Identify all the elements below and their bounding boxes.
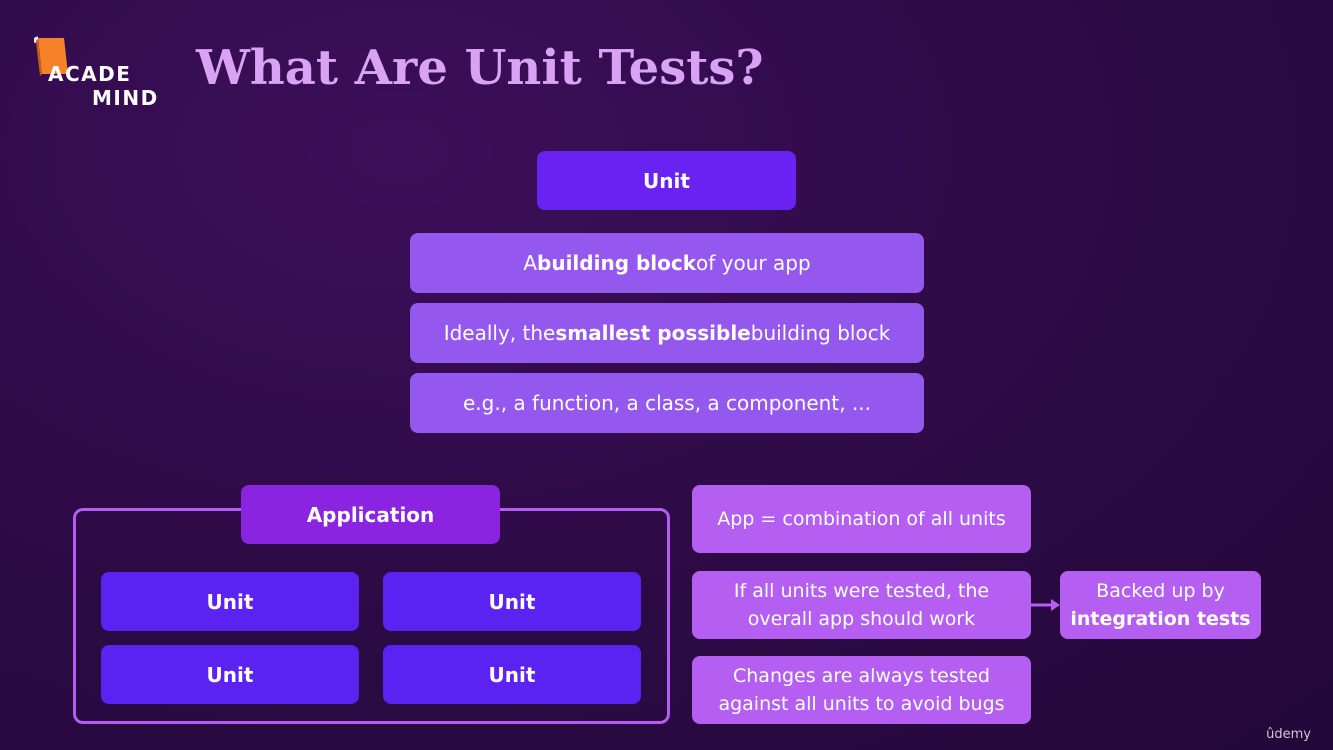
- unit-header-box: Unit: [537, 151, 796, 210]
- info-app-combination: App = combination of all units: [692, 485, 1031, 553]
- definition-text-post: building block: [750, 321, 891, 345]
- application-unit: Unit: [383, 572, 641, 631]
- backed-bold-text: integration tests: [1070, 608, 1251, 630]
- definition-text-pre: A: [523, 251, 538, 275]
- application-unit: Unit: [101, 572, 359, 631]
- definition-text-bold: building block: [537, 251, 697, 275]
- logo-text-line1: ACADE: [48, 62, 132, 86]
- udemy-watermark: ûdemy: [1266, 727, 1311, 742]
- definition-smallest-block: Ideally, the smallest possible building …: [410, 303, 924, 363]
- definition-text-post: of your app: [696, 251, 811, 275]
- integration-tests-box: Backed up by integration tests: [1060, 571, 1261, 639]
- application-label: Application: [241, 485, 500, 544]
- application-unit: Unit: [383, 645, 641, 704]
- definition-examples: e.g., a function, a class, a component, …: [410, 373, 924, 433]
- logo-text-line2: MIND: [92, 86, 159, 110]
- definition-text-bold: smallest possible: [555, 321, 751, 345]
- backed-text: Backed up by: [1096, 580, 1225, 602]
- definition-text-pre: Ideally, the: [443, 321, 556, 345]
- info-changes-tested: Changes are always tested against all un…: [692, 656, 1031, 724]
- info-all-units-tested: If all units were tested, the overall ap…: [692, 571, 1031, 639]
- definition-building-block: A building block of your app: [410, 233, 924, 293]
- academind-logo: ACADE MIND: [34, 34, 164, 110]
- arrow-right-icon: [1031, 599, 1060, 611]
- slide-title: What Are Unit Tests?: [196, 40, 764, 96]
- definition-text-pre: e.g., a function, a class, a component, …: [463, 391, 871, 415]
- book-icon: [34, 36, 68, 76]
- application-unit: Unit: [101, 645, 359, 704]
